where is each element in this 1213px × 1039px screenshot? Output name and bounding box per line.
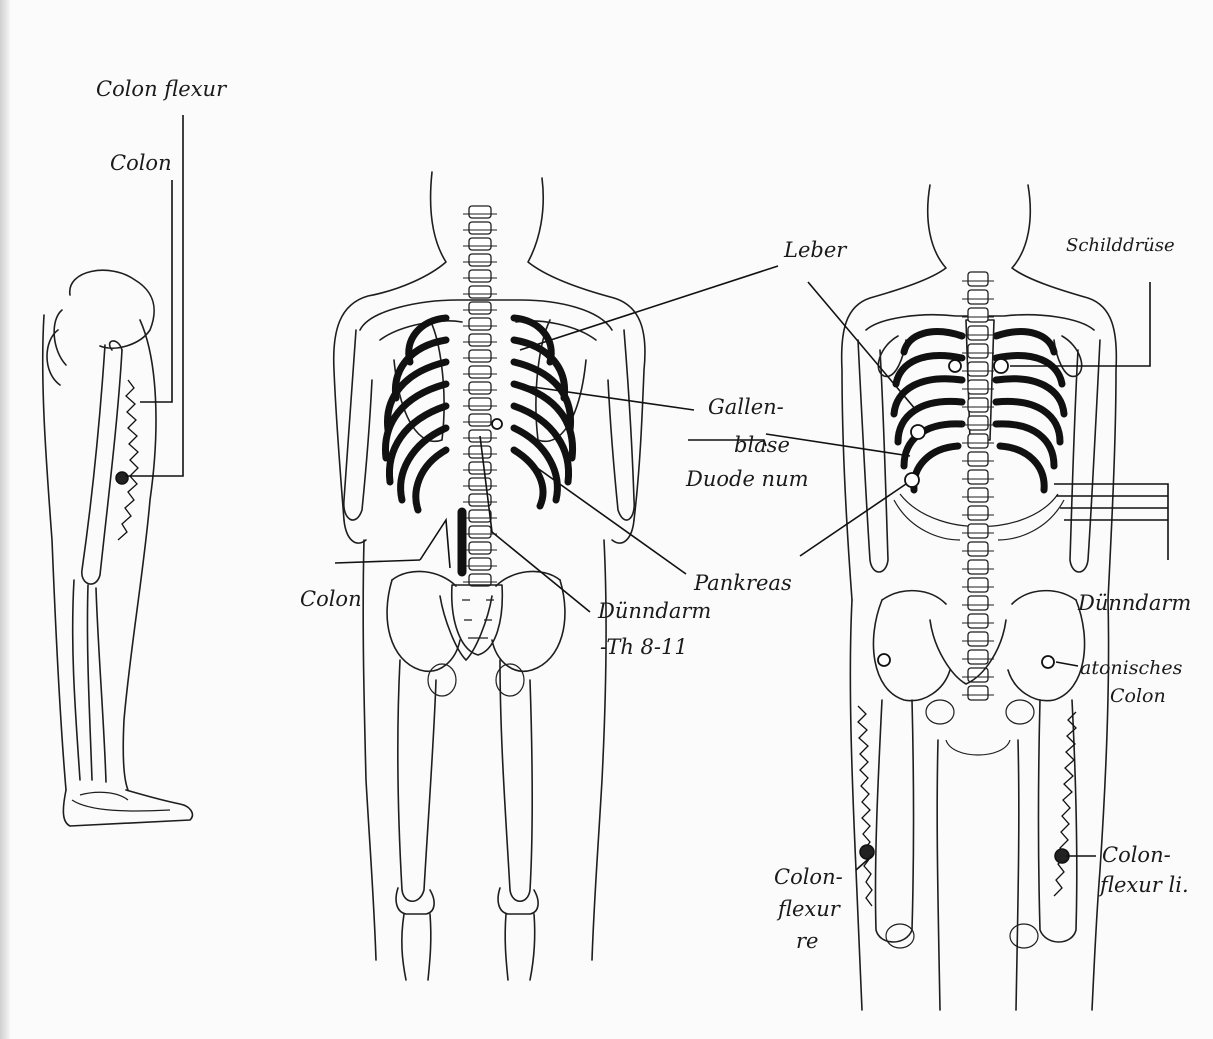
labels: Colon flexur Colon Leber Schilddrüse Gal… xyxy=(96,77,1191,953)
atonisches-colon-point-left xyxy=(1042,656,1054,668)
gallbladder-point-back xyxy=(492,419,502,429)
vertebra xyxy=(968,326,988,340)
vertebra xyxy=(968,506,988,520)
vertebra xyxy=(968,380,988,394)
vertebra xyxy=(469,542,491,554)
side-view-leg-figure xyxy=(43,115,193,826)
vertebra xyxy=(469,286,491,298)
label-gallenblase-line2: blase xyxy=(734,433,790,457)
vertebra xyxy=(968,560,988,574)
vertebra xyxy=(469,302,491,314)
label-leber: Leber xyxy=(783,238,848,262)
vertebra xyxy=(968,596,988,610)
vertebra xyxy=(469,366,491,378)
vertebra xyxy=(469,558,491,570)
vertebra xyxy=(469,526,491,538)
label-flexur-li-line1: Colon- xyxy=(1102,843,1171,867)
vertebra xyxy=(469,254,491,266)
vertebra xyxy=(968,344,988,358)
label-colon-flexur-top: Colon flexur xyxy=(96,77,228,101)
label-schilddruse: Schilddrüse xyxy=(1066,235,1175,256)
vertebra xyxy=(469,222,491,234)
label-pankreas: Pankreas xyxy=(693,571,792,595)
vertebra xyxy=(968,578,988,592)
vertebra xyxy=(968,488,988,502)
gallenblase-point-front xyxy=(911,425,925,439)
vertebra xyxy=(968,668,988,682)
label-dunndarm-front: Dünndarm xyxy=(1077,591,1191,615)
vertebra xyxy=(469,398,491,410)
vertebra xyxy=(968,470,988,484)
leber-point-1 xyxy=(949,360,961,372)
vertebra xyxy=(469,478,491,490)
vertebra xyxy=(469,350,491,362)
vertebra xyxy=(469,382,491,394)
label-th-range: -Th 8-11 xyxy=(600,635,688,659)
vertebra xyxy=(968,614,988,628)
label-flexur-re-line3: re xyxy=(796,929,818,953)
vertebra xyxy=(469,462,491,474)
schilddruse-point xyxy=(994,359,1008,373)
atonisches-colon-point-right xyxy=(878,654,890,666)
label-flexur-li-line2: flexur li. xyxy=(1098,873,1189,897)
vertebra xyxy=(469,270,491,282)
vertebra xyxy=(469,446,491,458)
vertebra xyxy=(968,524,988,538)
vertebra xyxy=(469,238,491,250)
colon-flexur-point xyxy=(116,472,128,484)
vertebra xyxy=(968,632,988,646)
vertebra xyxy=(469,414,491,426)
vertebra xyxy=(469,206,491,218)
vertebra xyxy=(968,272,988,286)
vertebra xyxy=(968,290,988,304)
vertebra xyxy=(968,398,988,412)
vertebra xyxy=(968,452,988,466)
duodenum-point-front xyxy=(905,473,919,487)
label-atonisches-line1: atonisches xyxy=(1080,657,1183,679)
vertebra xyxy=(469,510,491,522)
vertebra xyxy=(469,334,491,346)
label-duodenum: Duode num xyxy=(685,467,809,491)
vertebra xyxy=(469,318,491,330)
label-flexur-re-line2: flexur xyxy=(776,897,842,921)
vertebra xyxy=(968,542,988,556)
vertebra xyxy=(968,686,988,700)
vertebra xyxy=(968,308,988,322)
label-atonisches-line2: Colon xyxy=(1110,685,1166,707)
vertebra xyxy=(968,362,988,376)
vertebra xyxy=(968,434,988,448)
label-gallenblase-line1: Gallen- xyxy=(708,395,784,419)
label-flexur-re-line1: Colon- xyxy=(774,865,843,889)
label-dunndarm-back: Dünndarm xyxy=(597,599,711,623)
vertebra xyxy=(968,416,988,430)
label-colon-side: Colon xyxy=(110,151,172,175)
vertebra xyxy=(968,650,988,664)
label-colon-back: Colon xyxy=(300,587,362,611)
